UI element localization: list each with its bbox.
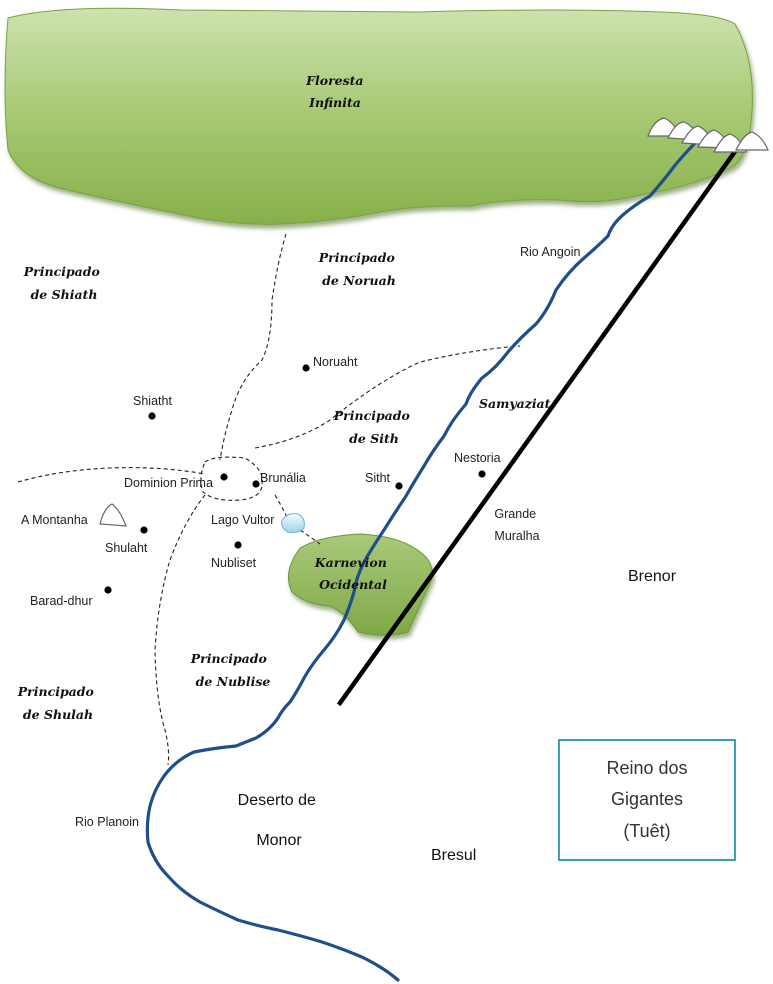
barad-dhur-label: Barad-dhur xyxy=(30,594,93,608)
city-dot-icon xyxy=(104,586,112,594)
nublise-label-line2: de Nublise xyxy=(196,674,271,689)
lake-icon xyxy=(281,513,305,533)
city-dot-icon xyxy=(148,412,156,420)
mountain-icon xyxy=(735,131,769,151)
noruah-label: Principado de Noruah xyxy=(318,250,399,288)
sith-label-line2: de Sith xyxy=(349,431,399,446)
rio-angoin-river xyxy=(145,136,702,982)
noruah-label-line2: de Noruah xyxy=(322,273,396,288)
noruah-label-line1: Principado xyxy=(318,250,395,265)
a-montanha-label: A Montanha xyxy=(21,513,88,527)
samyaziat-label: Samyaziat xyxy=(479,396,551,411)
karnevion-label-line2: Ocidental xyxy=(319,577,387,592)
shiatht-label: Shiatht xyxy=(133,394,172,408)
shulah-label-line1: Principado xyxy=(17,684,94,699)
great-wall xyxy=(336,142,743,707)
city-dot-icon xyxy=(140,526,148,534)
sith-label-line1: Principado xyxy=(333,408,410,423)
desert-label-line1: Deserto de xyxy=(238,792,316,809)
karnevion-label: Karnevion Ocidental xyxy=(314,555,391,592)
noruaht-label: Noruaht xyxy=(313,355,358,369)
nublise-label-line1: Principado xyxy=(190,651,267,666)
shiath-label: Principado de Shiath xyxy=(23,264,104,302)
forest-label-line2: Infinita xyxy=(308,95,361,110)
nublise-label: Principado de Nublise xyxy=(190,651,271,689)
city-dot-icon xyxy=(252,480,260,488)
city-dot-icon xyxy=(478,470,486,478)
city-dot-icon xyxy=(395,482,403,490)
legend-box: Reino dos Gigantes (Tuêt) xyxy=(558,739,736,861)
rio-angoin-label: Rio Angoin xyxy=(520,245,581,259)
roads xyxy=(17,233,521,766)
lago-vultor-label: Lago Vultor xyxy=(211,513,274,527)
brenor-label: Brenor xyxy=(628,568,677,585)
desert-label-line2: Monor xyxy=(256,832,302,849)
shulah-label: Principado de Shulah xyxy=(17,684,98,722)
rio-planoin-label: Rio Planoin xyxy=(75,815,139,829)
great-wall-label: Grande Muralha xyxy=(494,507,539,543)
nubliset-label: Nubliset xyxy=(211,556,257,570)
shulaht-label: Shulaht xyxy=(105,541,148,555)
great-wall-label-line1: Grande xyxy=(494,507,536,521)
bresul-label: Bresul xyxy=(431,847,476,864)
forest-label-line1: Floresta xyxy=(305,73,363,88)
nestoria-label: Nestoria xyxy=(454,451,501,465)
shiath-label-line1: Principado xyxy=(23,264,100,279)
forest-label: Floresta Infinita xyxy=(305,73,368,110)
city-dots xyxy=(104,364,486,594)
sitht-label: Sitht xyxy=(365,471,391,485)
dominion-prima-label: Dominion Prima xyxy=(124,476,213,490)
karnevion-label-line1: Karnevion xyxy=(314,555,387,570)
mountain-range xyxy=(647,117,769,153)
brunalia-label: Brunália xyxy=(260,471,306,485)
shulah-label-line2: de Shulah xyxy=(23,707,93,722)
great-wall-label-line2: Muralha xyxy=(494,529,539,543)
sith-label: Principado de Sith xyxy=(333,408,414,446)
city-dot-icon xyxy=(302,364,310,372)
city-dot-icon xyxy=(234,541,242,549)
legend-line-3: (Tuêt) xyxy=(623,820,671,841)
legend-line-2: Gigantes xyxy=(610,789,684,810)
city-dot-icon xyxy=(220,473,228,481)
desert-label: Deserto de Monor xyxy=(238,792,321,849)
shiath-label-line2: de Shiath xyxy=(31,287,98,302)
a-montanha-mountain-icon xyxy=(99,503,127,527)
legend-line-1: Reino dos xyxy=(606,757,688,778)
forest-region xyxy=(4,7,753,225)
